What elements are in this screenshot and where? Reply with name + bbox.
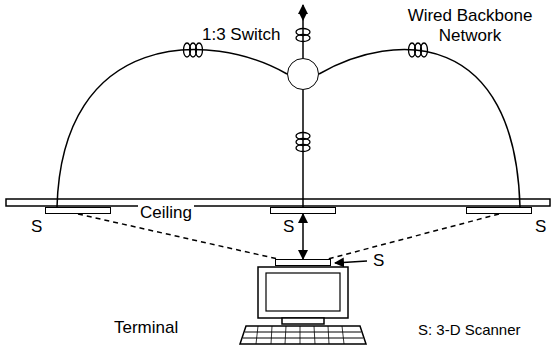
scanner-label: S xyxy=(535,217,546,237)
fibre-coil xyxy=(184,29,428,152)
leader-line xyxy=(335,261,367,263)
legend-note: S: 3-D Scanner xyxy=(418,321,521,338)
terminal-label: Terminal xyxy=(114,318,178,338)
scanner: S xyxy=(270,207,336,214)
arrow-head xyxy=(299,13,307,21)
scanner-label: S xyxy=(283,217,294,237)
ceiling-label: Ceiling xyxy=(138,203,194,223)
scanner: S xyxy=(45,207,111,214)
fibre-link xyxy=(57,50,287,207)
fibre-link xyxy=(302,214,304,259)
terminal-computer xyxy=(240,267,366,344)
ceiling-band xyxy=(6,199,550,206)
scanner: S xyxy=(275,259,331,266)
scanner-label: S xyxy=(373,251,384,271)
optical-beam xyxy=(328,214,499,259)
backbone-link xyxy=(302,5,304,58)
switch-label: 1:3 Switch xyxy=(202,25,280,45)
fibre-link xyxy=(319,50,520,207)
scanner-label: S xyxy=(31,217,42,237)
network-label: Wired Backbone Network xyxy=(392,6,548,45)
scanner: S xyxy=(466,207,532,214)
fibre-link xyxy=(302,90,304,207)
optical-switch: 1:3 Switch xyxy=(287,58,319,90)
